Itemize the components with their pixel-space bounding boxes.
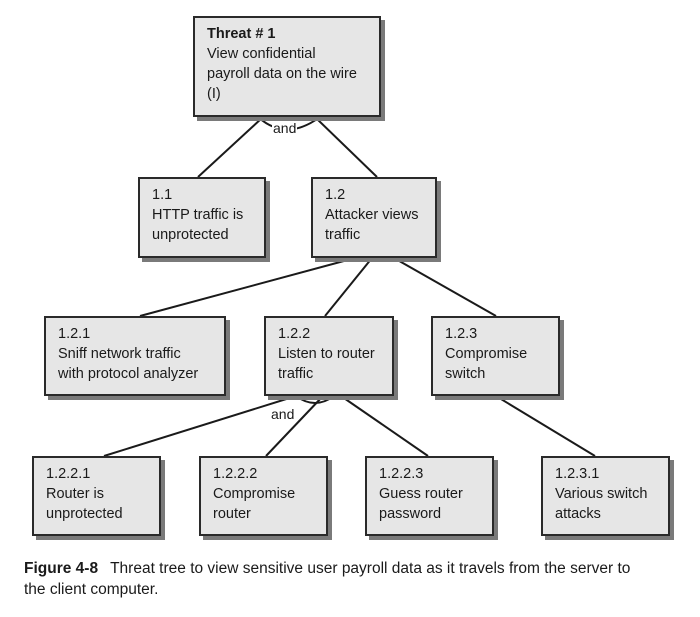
node-1-2-1-text: 1.2.1 Sniff network traffic with protoco…: [58, 326, 199, 382]
node-1-2-2-2-text: 1.2.2.2 Compromise router: [213, 466, 296, 522]
node-1-2-3-text: 1.2.3 Compromise switch: [445, 326, 528, 382]
node-1-2-2: 1.2.2 Listen to router traffic: [264, 316, 394, 396]
node-1-2-2-1: 1.2.2.1 Router is unprotected: [32, 456, 161, 536]
node-1-2-3-1-text: 1.2.3.1 Various switch attacks: [555, 466, 648, 522]
node-1-2-2-2: 1.2.2.2 Compromise router: [199, 456, 328, 536]
node-1-1: 1.1 HTTP traffic is unprotected: [138, 177, 266, 258]
node-1-2: 1.2 Attacker views traffic: [311, 177, 437, 258]
edge-1-2-to-1-2-3: [393, 257, 497, 317]
figure-caption-text: Threat tree to view sensitive user payro…: [24, 560, 631, 598]
edge-threat1-to-1-2: [315, 117, 378, 178]
threat-node-title: Threat # 1: [207, 26, 276, 42]
edge-1-2-3-to-1-2-3-1: [495, 395, 596, 457]
node-1-2-2-1-text: 1.2.2.1 Router is unprotected: [46, 466, 123, 522]
edge-threat1-to-1-1: [197, 117, 263, 178]
node-1-2-3: 1.2.3 Compromise switch: [431, 316, 560, 396]
edge-1-2-to-1-2-1: [139, 257, 356, 317]
edge-1-2-2-to-1-2-2-2: [265, 395, 324, 457]
and-arc-mid: [295, 395, 335, 404]
edge-1-2-to-1-2-2: [324, 257, 373, 317]
edge-1-2-2-to-1-2-2-3: [340, 395, 429, 457]
and-connector-label-mid: and: [270, 406, 296, 422]
threat-node-root: Threat # 1 View confidential payroll dat…: [193, 16, 381, 117]
node-1-2-text: 1.2 Attacker views traffic: [325, 187, 419, 243]
node-1-2-2-3: 1.2.2.3 Guess router password: [365, 456, 494, 536]
and-connector-label-top: and: [272, 120, 298, 136]
node-1-2-2-text: 1.2.2 Listen to router traffic: [278, 326, 375, 382]
node-1-2-1: 1.2.1 Sniff network traffic with protoco…: [44, 316, 226, 396]
threat-node-text: View confidential payroll data on the wi…: [207, 46, 357, 102]
edge-1-2-2-to-1-2-2-1: [103, 395, 297, 457]
node-1-1-text: 1.1 HTTP traffic is unprotected: [152, 187, 244, 243]
figure-number: Figure 4-8: [24, 560, 99, 577]
node-1-2-3-1: 1.2.3.1 Various switch attacks: [541, 456, 670, 536]
node-1-2-2-3-text: 1.2.2.3 Guess router password: [379, 466, 463, 522]
